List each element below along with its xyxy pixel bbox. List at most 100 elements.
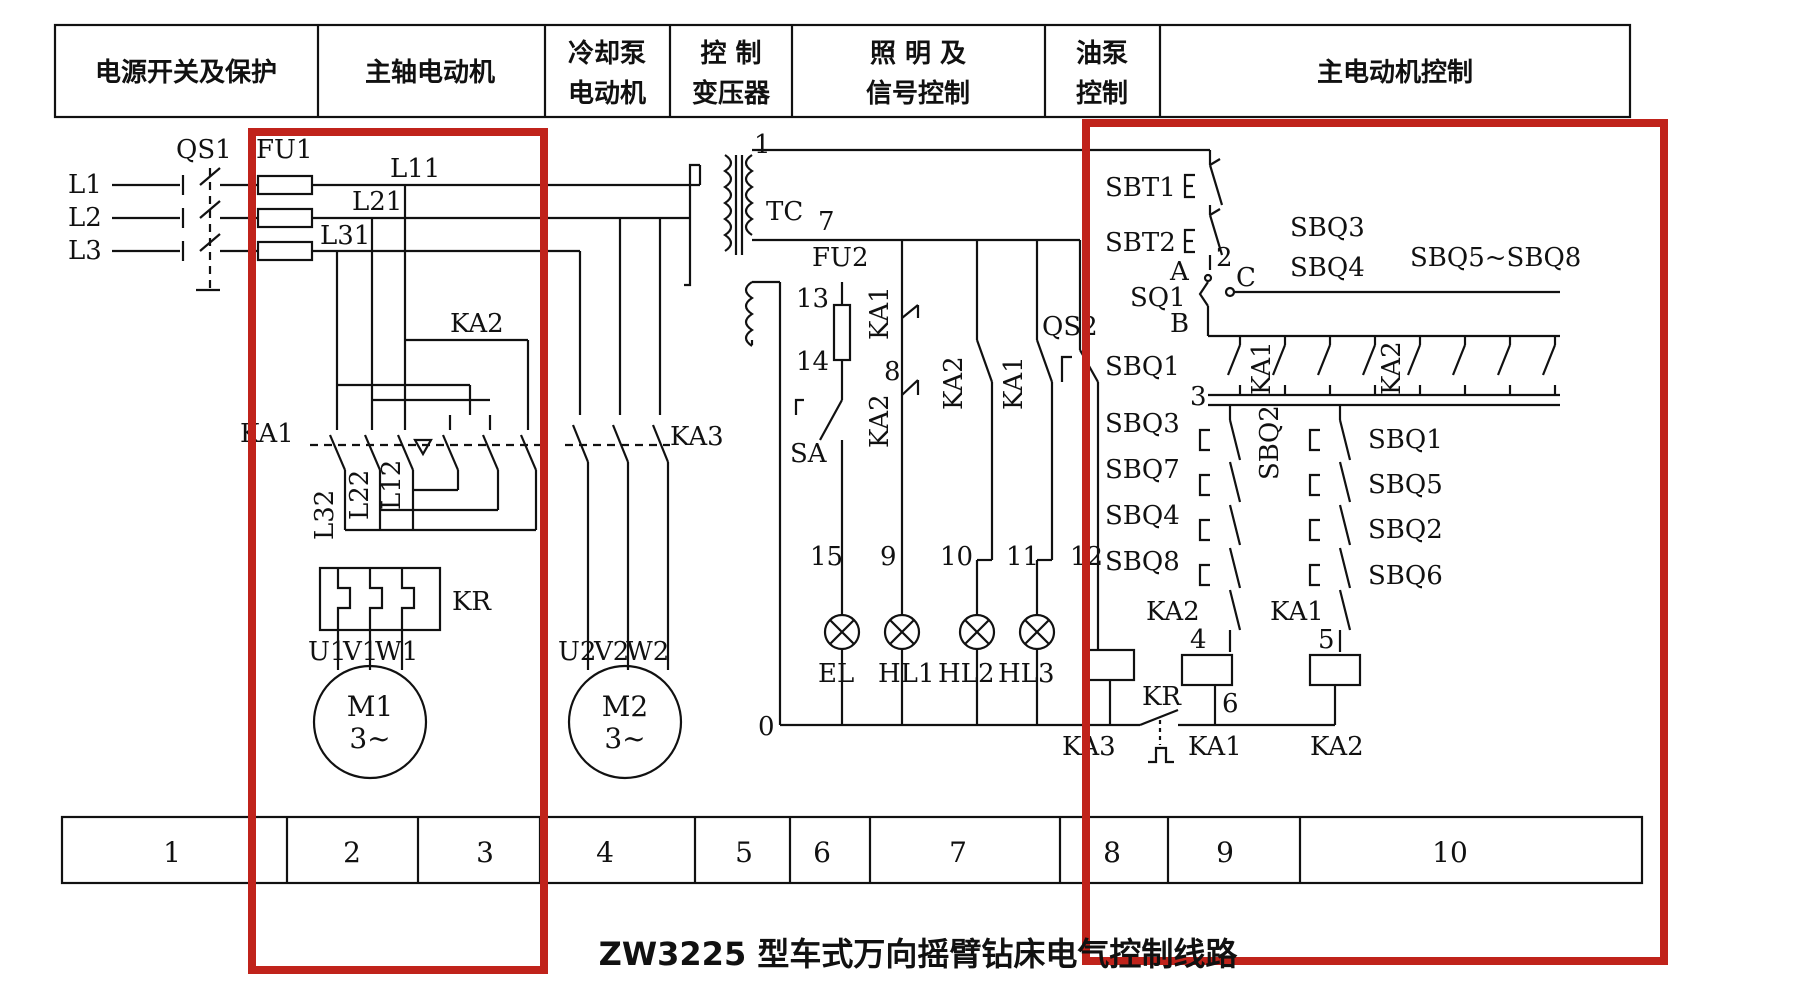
label-ka1-hl3: KA1 (999, 356, 1029, 410)
label-ka1-coil: KA1 (1188, 732, 1242, 762)
coil-ka1 (1180, 653, 1234, 687)
motor-m1 (312, 664, 428, 780)
label-b: B (1170, 309, 1189, 339)
label-node-4: 4 (1190, 625, 1207, 655)
label-ka2-hl2: KA2 (939, 356, 969, 410)
label-v1: V1 (342, 637, 378, 667)
label-tc: TC (766, 197, 803, 227)
header-lighting-line1: 照 明 及 (870, 39, 966, 69)
coil-ka2 (1308, 653, 1362, 687)
label-sbt1: SBT1 (1105, 173, 1176, 203)
label-ka3: KA3 (670, 422, 724, 452)
label-node-3: 3 (1190, 382, 1207, 412)
label-v2: V2 (593, 637, 629, 667)
label-sbq1: SBQ1 (1368, 425, 1443, 455)
label-node-2: 2 (1216, 243, 1233, 273)
header-power: 电源开关及保护 (95, 58, 277, 88)
label-node-8: 8 (884, 357, 901, 387)
header-table: 电源开关及保护 主轴电动机 冷却泵 电动机 控 制 变压器 照 明 及 信号控制… (53, 23, 1632, 119)
label-ka1-bank: KA1 (1247, 341, 1277, 395)
label-qs1: QS1 (176, 135, 232, 165)
label-l2: L2 (68, 203, 102, 233)
header-oilpump-line2: 控制 (1076, 79, 1128, 109)
label-node-13: 13 (796, 284, 829, 314)
label-m1: M1 (347, 690, 393, 723)
label-sbq2-vertical: SBQ2 (1255, 405, 1285, 480)
main-motor-control-section: SBT1 SBT2 2 A C SQ1 B SBQ3 SBQ4 SBQ5~SBQ… (1105, 148, 1581, 764)
label-l11: L11 (390, 154, 440, 184)
label-kr: KR (452, 587, 492, 617)
label-node-11: 11 (1006, 542, 1039, 572)
label-node-0: 0 (758, 712, 775, 742)
header-oilpump-line1: 油泵 (1076, 39, 1128, 69)
label-w1: W1 (375, 637, 418, 667)
label-sbt2: SBT2 (1105, 228, 1176, 258)
label-l32: L32 (310, 490, 340, 540)
header-coolant-line2: 电动机 (568, 79, 646, 109)
zone-9: 9 (1216, 836, 1234, 869)
coolant-motor-section: KA3 U2 V2 W2 M2 3~ (558, 218, 724, 780)
label-m1-phase: 3~ (349, 722, 390, 755)
zone-4: 4 (596, 836, 614, 869)
label-fu1: FU1 (256, 135, 313, 165)
label-sa: SA (790, 439, 828, 469)
label-sbq8: SBQ8 (1105, 547, 1180, 577)
header-transformer-line2: 变压器 (692, 78, 771, 109)
zone-2: 2 (343, 836, 361, 869)
label-node-15: 15 (810, 542, 843, 572)
label-sbq4: SBQ4 (1105, 501, 1180, 531)
zone-8: 8 (1103, 836, 1121, 869)
label-node-9: 9 (880, 542, 897, 572)
highlight-main-motor-control (1082, 119, 1668, 965)
label-node-7: 7 (818, 207, 835, 237)
zone-5: 5 (735, 836, 753, 869)
label-a: A (1169, 257, 1190, 287)
label-fu2: FU2 (812, 243, 869, 273)
label-node-14: 14 (796, 347, 829, 377)
label-w2: W2 (626, 637, 669, 667)
label-l31: L31 (320, 221, 370, 251)
header-transformer-line1: 控 制 (700, 39, 761, 69)
header-spindle-motor: 主轴电动机 (365, 58, 495, 88)
label-ka1-lamp: KA1 (865, 286, 895, 340)
label-sbq2: SBQ2 (1368, 515, 1443, 545)
label-ka2: KA2 (450, 309, 504, 339)
spindle-motor-section: KA2 KA1 L32 L22 L12 KR U1 V1 W1 (240, 185, 540, 780)
label-c: C (1236, 263, 1256, 293)
zone-6: 6 (813, 836, 831, 869)
label-sbq7: SBQ7 (1105, 455, 1180, 485)
label-node-6: 6 (1222, 689, 1239, 719)
label-ka2-bank: KA2 (1377, 341, 1407, 395)
header-coolant-line1: 冷却泵 (568, 38, 646, 69)
diagram-caption: ZW3225 型车式万向摇臂钻床电气控制线路 (599, 935, 1239, 973)
label-kr-contact: KR (1142, 682, 1182, 712)
zone-table: 1 2 3 4 5 6 7 8 9 10 (60, 815, 1644, 885)
coil-ka3 (1084, 648, 1136, 682)
label-l12: L12 (377, 460, 407, 510)
label-m2: M2 (602, 690, 648, 723)
header-lighting-line2: 信号控制 (866, 79, 970, 109)
control-transformer-section: 1 TC 7 FU2 (660, 130, 1110, 725)
zone-3: 3 (476, 836, 494, 869)
label-ka1-interlock: KA1 (1270, 597, 1324, 627)
label-sbq3-top: SBQ3 (1290, 213, 1365, 243)
label-hl2: HL2 (938, 659, 994, 689)
label-u2: U2 (558, 637, 596, 667)
lighting-signal-section: 0 13 14 SA 15 EL HL1 HL2 HL3 (758, 240, 1110, 742)
label-l21: L21 (352, 187, 402, 217)
label-ka2-lamp: KA2 (865, 394, 895, 448)
label-ka2-coil: KA2 (1310, 732, 1364, 762)
label-hl3: HL3 (998, 659, 1054, 689)
label-ka2-interlock: KA2 (1146, 597, 1200, 627)
label-sq1: SQ1 (1130, 283, 1186, 313)
highlight-spindle-motor (248, 128, 548, 974)
label-sbq1-top: SBQ1 (1105, 352, 1180, 382)
label-node-10: 10 (940, 542, 973, 572)
label-sbq4-top: SBQ4 (1290, 253, 1365, 283)
power-switch-section: L1 L2 L3 QS1 FU1 L11 L21 L31 (68, 135, 700, 292)
zone-1: 1 (163, 836, 181, 869)
label-l22: L22 (345, 470, 375, 520)
label-u1: U1 (308, 637, 346, 667)
label-node-1: 1 (754, 130, 771, 160)
